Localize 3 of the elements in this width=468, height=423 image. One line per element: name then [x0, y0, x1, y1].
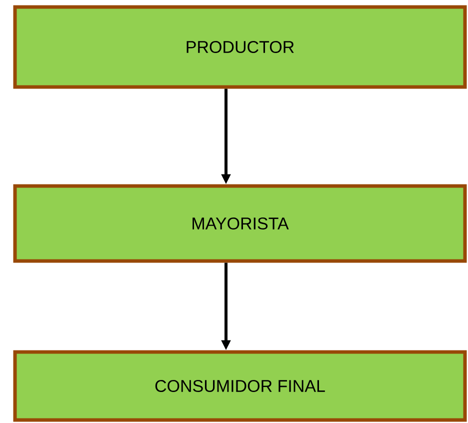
process-box: MAYORISTA — [13, 184, 467, 263]
process-box: PRODUCTOR — [13, 5, 467, 89]
process-box: CONSUMIDOR FINAL — [13, 350, 467, 422]
